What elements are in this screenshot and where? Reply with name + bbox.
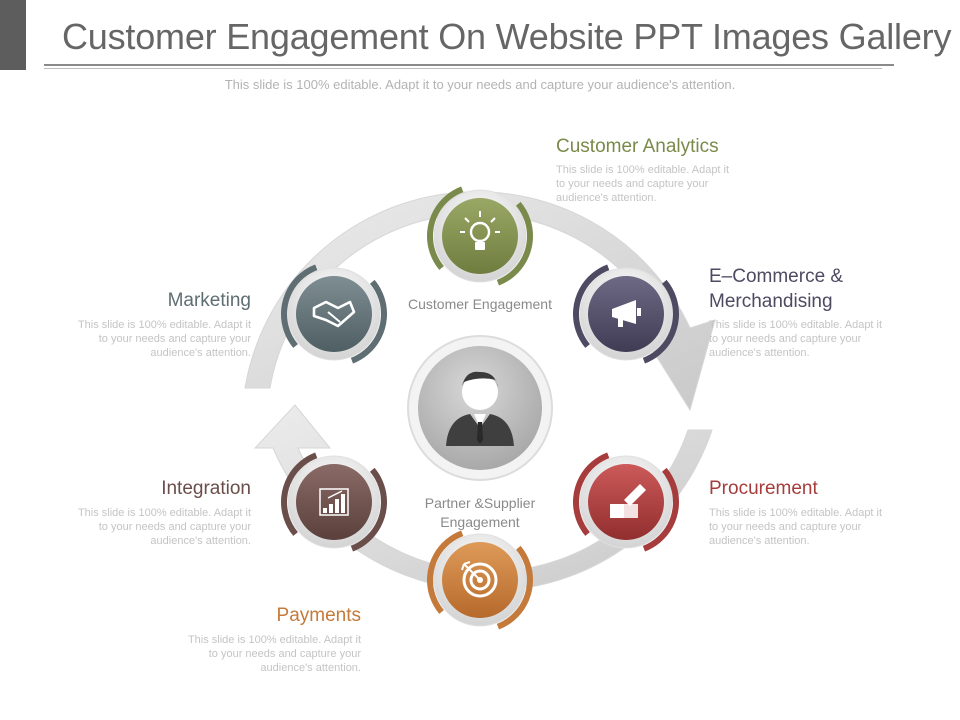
target-icon xyxy=(461,561,498,598)
stage-heading-ecommerce: E–Commerce & Merchandising xyxy=(709,266,844,312)
stage-heading-marketing: Marketing xyxy=(167,290,251,311)
lightbulb-icon xyxy=(460,211,500,250)
stage-text-ecommerce: This slide is 100% editable. Adapt it to… xyxy=(709,319,883,359)
person-icon xyxy=(446,371,514,446)
title-underline xyxy=(44,64,894,66)
stage-node-target xyxy=(427,527,533,633)
center-person-disc xyxy=(407,335,553,481)
puzzle-hand-icon xyxy=(610,484,646,518)
title-underline-secondary xyxy=(44,68,882,69)
handshake-icon xyxy=(312,300,356,328)
stage-node-megaphone xyxy=(573,261,679,367)
slide-subtitle: This slide is 100% editable. Adapt it to… xyxy=(224,77,736,92)
stage-heading-integration: Integration xyxy=(161,478,251,499)
stage-node-puzzle-hand xyxy=(573,449,679,555)
center-top-label: Customer Engagement xyxy=(408,296,552,312)
megaphone-icon xyxy=(612,300,641,327)
stage-text-integration: This slide is 100% editable. Adapt it to… xyxy=(77,507,251,547)
stage-text-payments: This slide is 100% editable. Adapt it to… xyxy=(187,634,361,674)
cycle-arrow-lower xyxy=(253,404,713,592)
title-accent-block xyxy=(0,0,26,70)
stage-heading-customer-analytics: Customer Analytics xyxy=(556,136,719,157)
stage-text-customer-analytics: This slide is 100% editable. Adapt it to… xyxy=(556,164,730,204)
stage-node-lightbulb xyxy=(427,183,533,289)
stage-heading-procurement: Procurement xyxy=(709,478,818,499)
stage-text-procurement: This slide is 100% editable. Adapt it to… xyxy=(709,507,883,547)
cycle-arrow-upper xyxy=(244,191,716,412)
bar-chart-icon xyxy=(319,488,349,516)
stage-heading-payments: Payments xyxy=(276,605,361,626)
slide-title: Customer Engagement On Website PPT Image… xyxy=(62,16,952,57)
stage-text-marketing: This slide is 100% editable. Adapt it to… xyxy=(77,319,251,359)
stage-node-bar-chart xyxy=(281,449,387,555)
stage-node-handshake xyxy=(281,261,387,367)
center-bottom-label: Partner &Supplier Engagement xyxy=(424,495,536,530)
